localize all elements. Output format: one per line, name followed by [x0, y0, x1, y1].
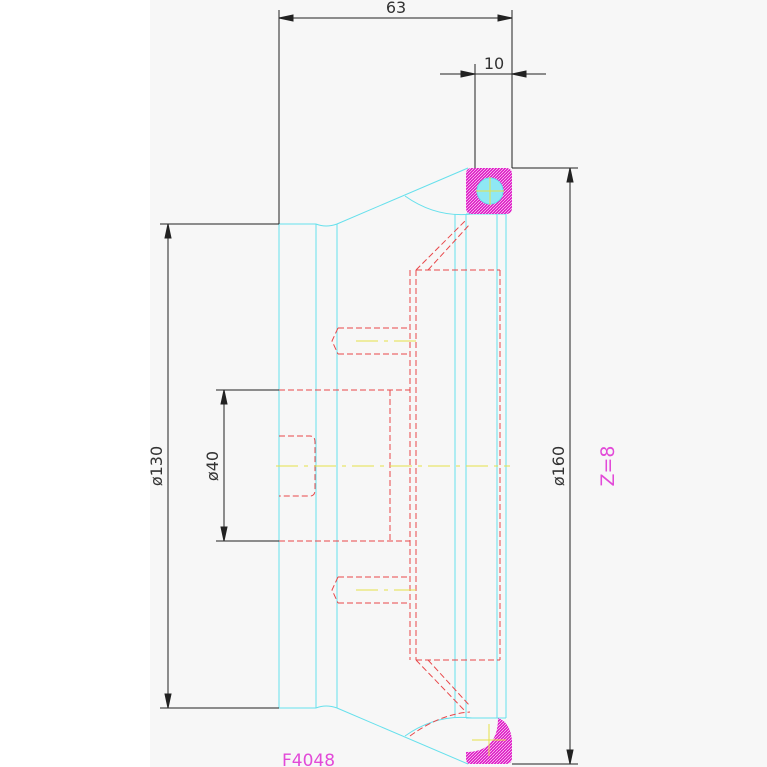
- dim-inner-diameter: ø40: [203, 451, 222, 481]
- dim-top-width: 63: [386, 0, 406, 17]
- quantity-note: Z=8: [597, 445, 619, 486]
- paper-background: [150, 0, 767, 767]
- dim-flange-width: 10: [484, 54, 504, 73]
- dim-left-diameter: ø130: [147, 446, 166, 486]
- part-label: F4048: [282, 751, 335, 767]
- hidden-lines: [279, 219, 501, 737]
- weld-bottom: [466, 718, 512, 764]
- weld-top: [466, 168, 512, 214]
- dimension-lines: [160, 10, 578, 765]
- dim-right-diameter: ø160: [549, 446, 568, 486]
